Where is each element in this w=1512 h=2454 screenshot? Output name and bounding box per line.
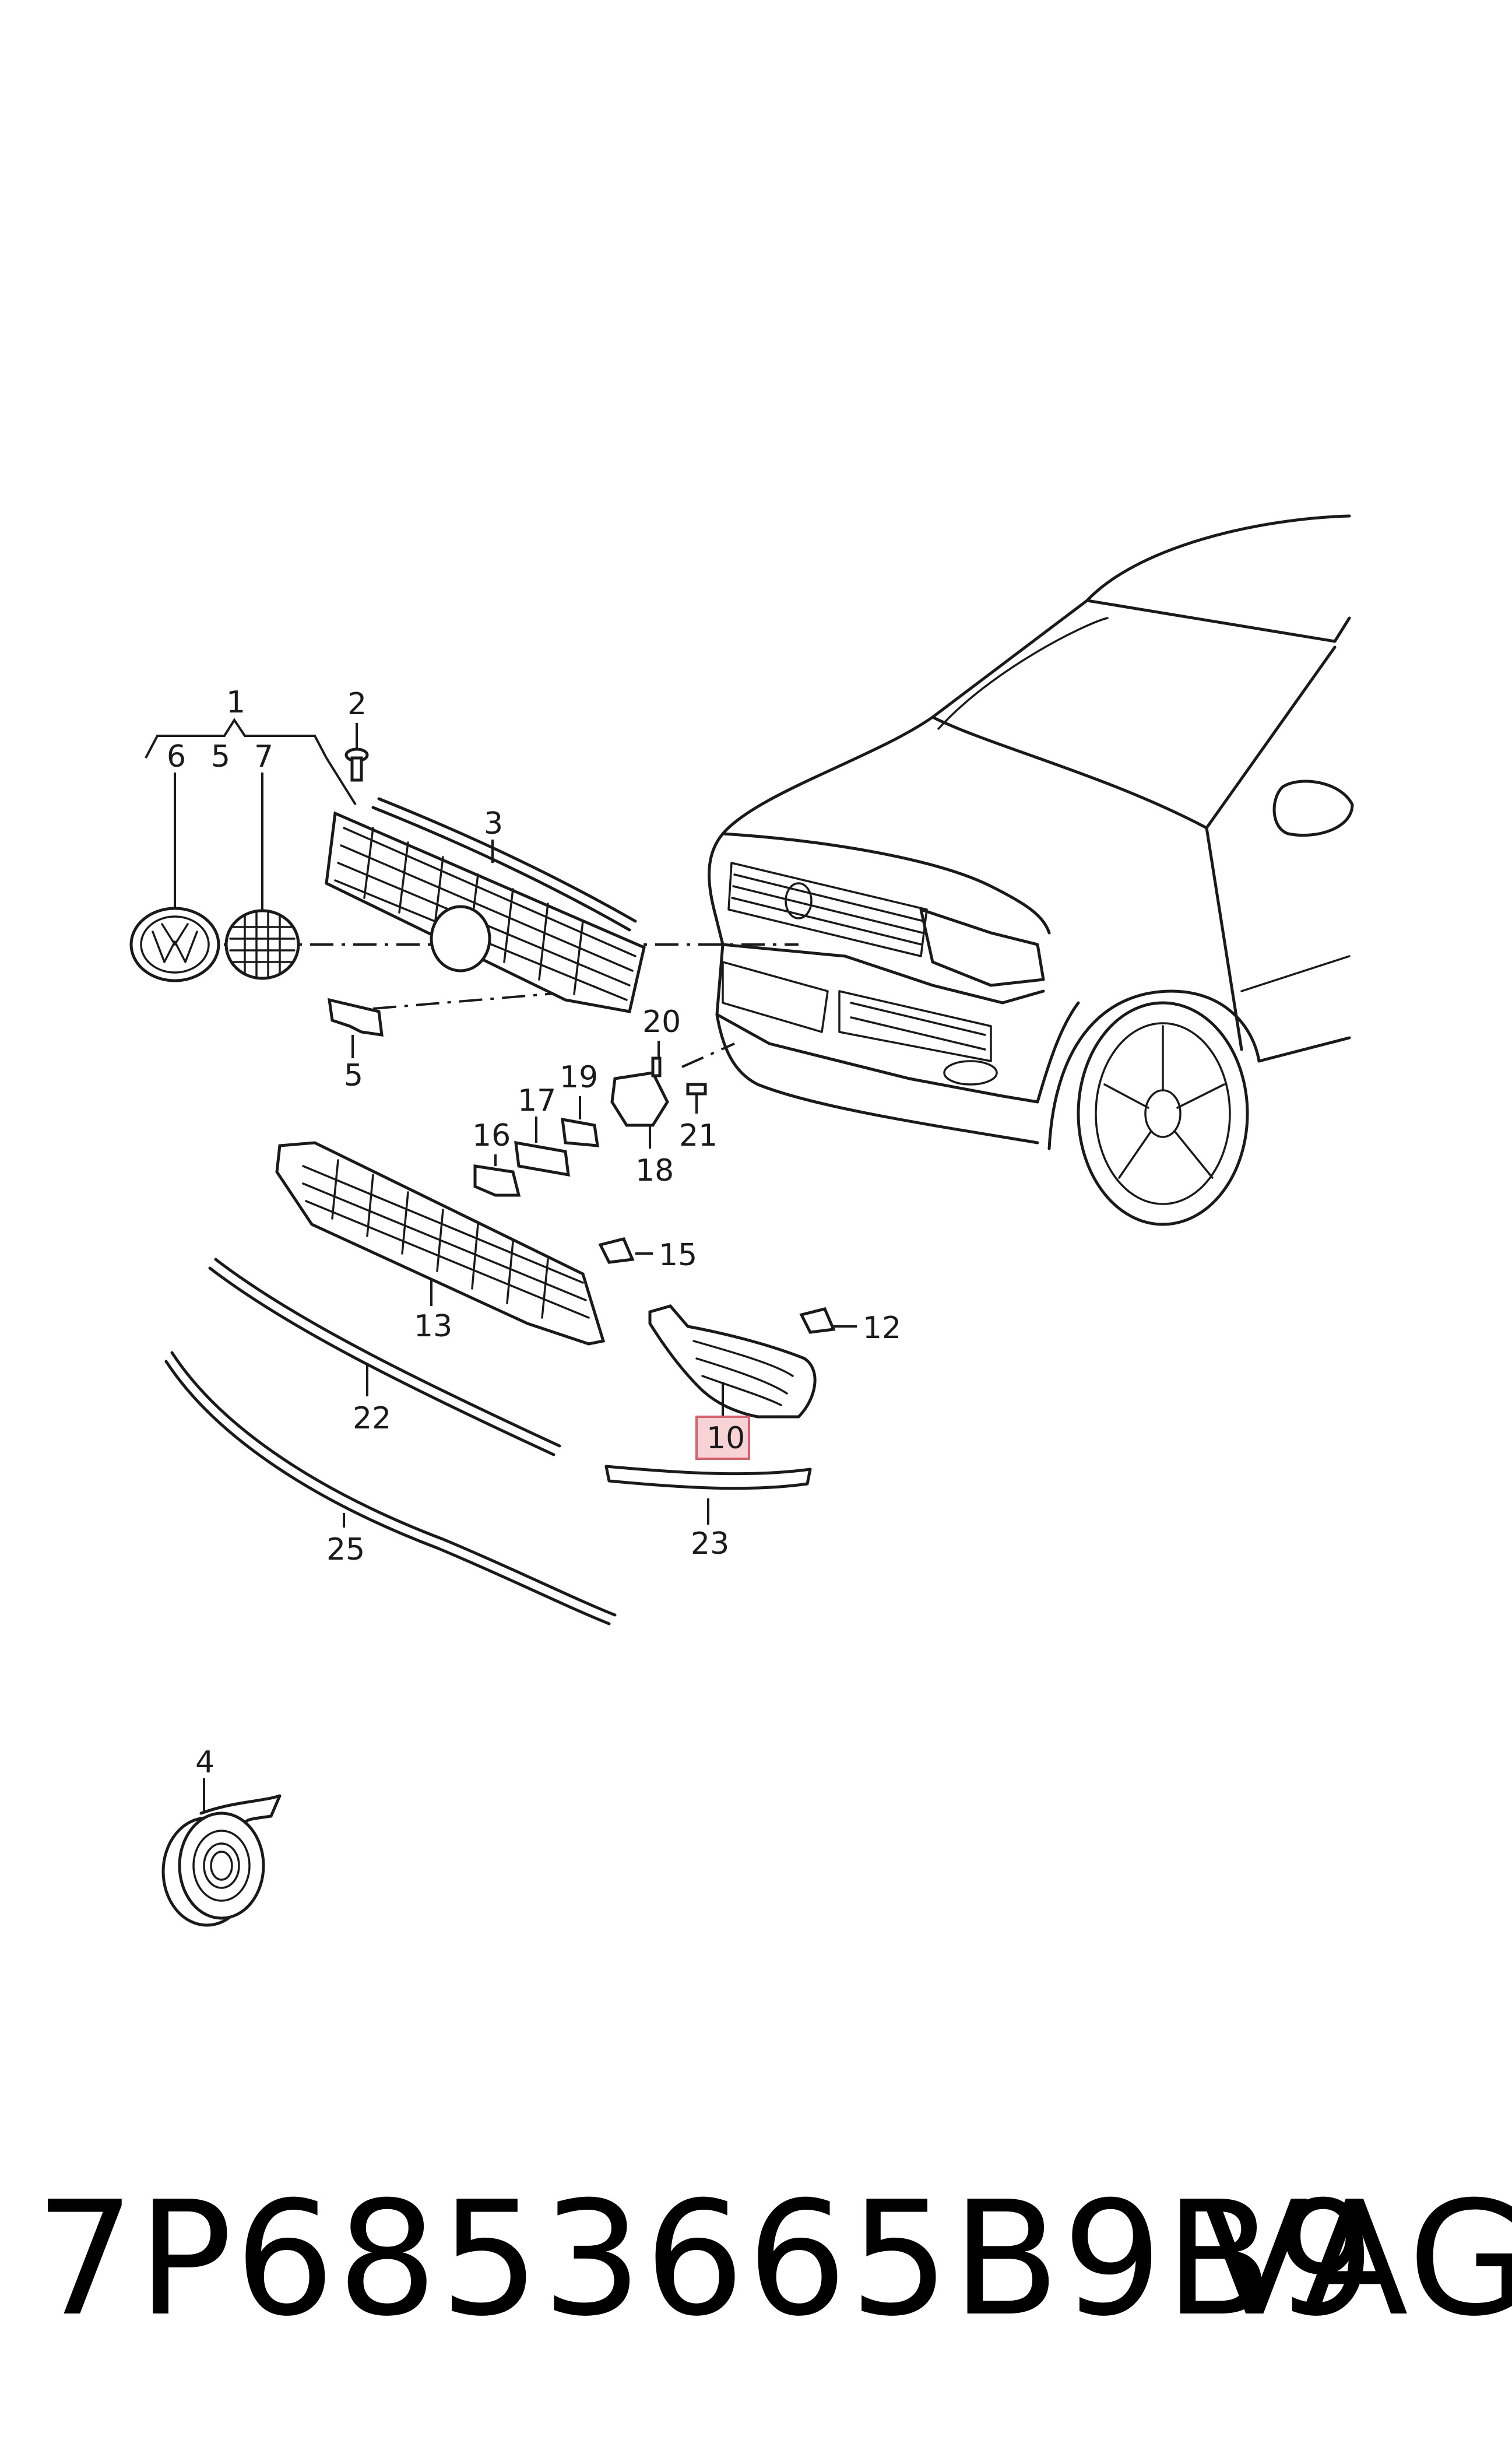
callout-12: 12 <box>863 1311 901 1346</box>
callout-22: 22 <box>353 1401 391 1436</box>
group-bracket-1 <box>145 718 357 806</box>
callout-5a: 5 <box>211 739 230 774</box>
side-grille-part-10 <box>648 1304 817 1419</box>
callout-2: 2 <box>347 687 367 722</box>
radiator-grille <box>325 811 646 1013</box>
callout-25: 25 <box>326 1532 365 1567</box>
brackets-16-21 <box>473 1041 707 1197</box>
callout-7: 7 <box>254 739 273 774</box>
callout-4: 4 <box>195 1745 215 1780</box>
emblem-part-6 <box>129 773 220 982</box>
callout-16: 16 <box>472 1118 511 1153</box>
trim-strip-part-22 <box>208 1258 561 1456</box>
tape-roll-part-4 <box>161 1778 282 1927</box>
trim-strip-part-23 <box>604 1465 812 1525</box>
vehicle-illustration <box>708 514 1354 1226</box>
brand-label: VAG <box>1201 2167 1512 2351</box>
callout-18: 18 <box>635 1153 674 1188</box>
callout-15: 15 <box>659 1238 697 1273</box>
callout-1: 1 <box>226 685 245 720</box>
callout-3: 3 <box>484 806 503 841</box>
callout-13: 13 <box>414 1309 452 1344</box>
part-number: 7P6853665B9B9 <box>35 2167 1378 2351</box>
callout-10: 10 <box>706 1421 745 1456</box>
trim-strip-part-25 <box>164 1351 617 1626</box>
clip-part-12 <box>799 1307 857 1334</box>
callout-labels: 1 2 3 6 5 7 5 20 19 17 16 21 18 15 13 12… <box>167 685 901 1780</box>
callout-6: 6 <box>167 739 186 774</box>
screw-part-2 <box>344 723 369 782</box>
highlight-box-part-10 <box>695 1416 750 1460</box>
callout-21: 21 <box>679 1118 718 1153</box>
lower-grille-part-13 <box>275 1141 606 1346</box>
callout-23: 23 <box>691 1526 729 1561</box>
clip-part-15 <box>598 1237 653 1264</box>
callout-19: 19 <box>560 1060 598 1095</box>
trim-strip-part-3 <box>371 797 637 932</box>
mesh-disc-part-7 <box>224 773 300 980</box>
callout-5b: 5 <box>344 1058 363 1093</box>
callout-20: 20 <box>642 1005 681 1040</box>
callout-17: 17 <box>518 1083 556 1118</box>
clip-part-5 <box>328 998 384 1058</box>
